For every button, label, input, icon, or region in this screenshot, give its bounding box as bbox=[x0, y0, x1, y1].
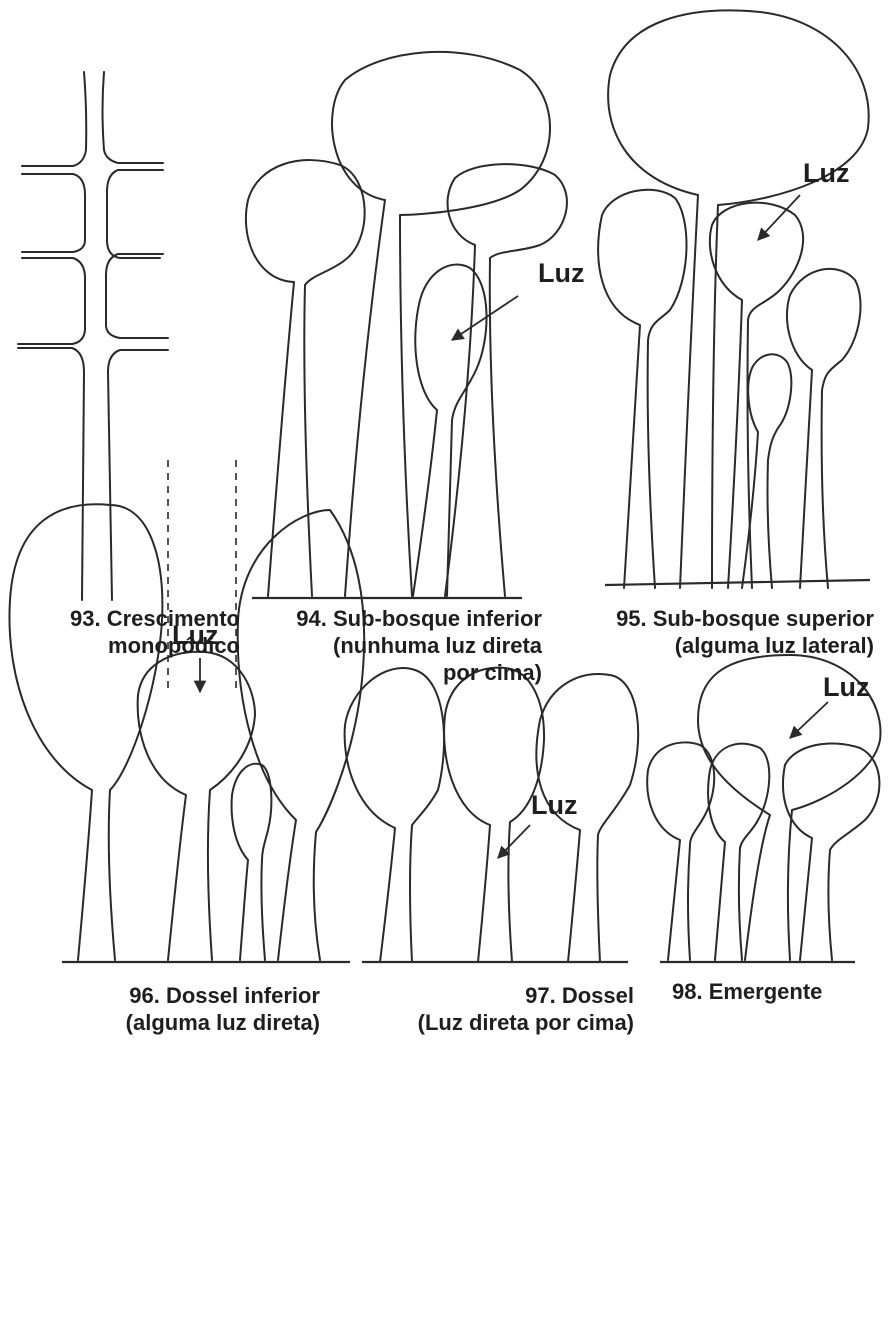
tree-94-right bbox=[445, 164, 567, 596]
tree-94-left bbox=[246, 160, 365, 596]
tree-95-left bbox=[598, 190, 686, 588]
caption-95-line-2: (alguma luz lateral) bbox=[550, 632, 874, 659]
tree-97-middle bbox=[444, 668, 544, 962]
panel-94-lower-understory bbox=[246, 52, 567, 598]
panel-93-monopodial-tree bbox=[18, 72, 168, 600]
caption-94-line-2: (nunhuma luz direta bbox=[246, 632, 542, 659]
panel-96-lower-canopy bbox=[9, 460, 364, 962]
tree-94-tall bbox=[332, 52, 550, 596]
caption-96-line-2: (alguma luz direta) bbox=[58, 1009, 320, 1036]
light-label-98: Luz bbox=[823, 672, 870, 703]
caption-97: 97. Dossel (Luz direta por cima) bbox=[334, 982, 634, 1036]
panel-97-canopy bbox=[345, 668, 639, 962]
tree-96-small bbox=[232, 764, 272, 960]
tree-96-center bbox=[138, 652, 255, 960]
caption-93-line-2: monopódico bbox=[18, 632, 240, 659]
light-arrow-97 bbox=[498, 825, 530, 858]
ground-95 bbox=[605, 580, 870, 585]
caption-94-line-3: por cima) bbox=[246, 659, 542, 686]
panel-95-upper-understory bbox=[598, 10, 870, 588]
caption-98: 98. Emergente bbox=[672, 978, 872, 1005]
light-label-97: Luz bbox=[531, 790, 578, 821]
caption-94-line-1: 94. Sub-bosque inferior bbox=[246, 605, 542, 632]
tree-95-right bbox=[787, 269, 861, 588]
monopodial-stem-right bbox=[103, 72, 169, 600]
caption-93: 93. Crescimento monopódico bbox=[18, 605, 240, 659]
tree-98-small-1 bbox=[647, 742, 714, 960]
light-label-94: Luz bbox=[538, 258, 585, 289]
caption-95-line-1: 95. Sub-bosque superior bbox=[550, 605, 874, 632]
monopodial-stem-left-upper-node bbox=[22, 174, 85, 252]
caption-96-line-1: 96. Dossel inferior bbox=[58, 982, 320, 1009]
tree-95-small bbox=[742, 354, 791, 588]
caption-97-line-2: (Luz direta por cima) bbox=[334, 1009, 634, 1036]
caption-97-line-1: 97. Dossel bbox=[334, 982, 634, 1009]
tree-98-small-3 bbox=[783, 743, 879, 960]
monopodial-stem-left bbox=[18, 72, 86, 600]
caption-93-line-1: 93. Crescimento bbox=[18, 605, 240, 632]
tree-94-small bbox=[413, 265, 487, 596]
tree-97-left bbox=[345, 668, 444, 962]
caption-98-line-1: 98. Emergente bbox=[672, 978, 872, 1005]
light-arrow-95 bbox=[758, 195, 800, 240]
monopodial-stem-right-upper-node bbox=[107, 170, 163, 258]
caption-96: 96. Dossel inferior (alguma luz direta) bbox=[58, 982, 320, 1036]
caption-95: 95. Sub-bosque superior (alguma luz late… bbox=[550, 605, 874, 659]
tree-95-middle bbox=[710, 203, 803, 588]
light-label-95: Luz bbox=[803, 158, 850, 189]
light-arrow-98 bbox=[790, 702, 828, 738]
caption-94: 94. Sub-bosque inferior (nunhuma luz dir… bbox=[246, 605, 542, 686]
tree-95-tall bbox=[608, 10, 869, 588]
